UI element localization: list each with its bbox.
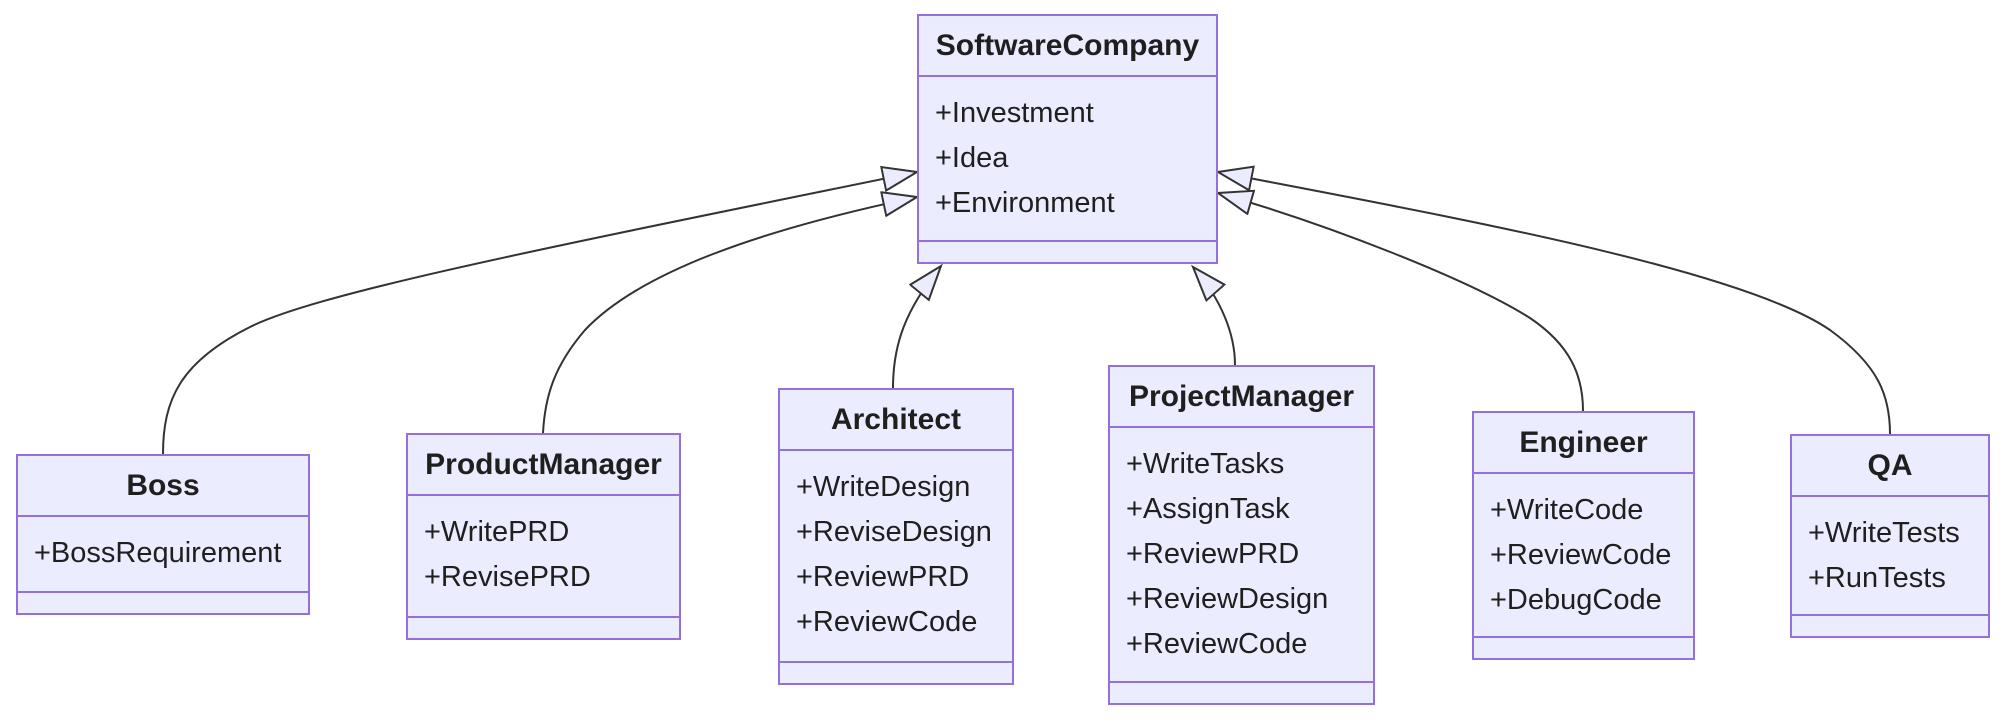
attribute: +ReviseDesign [796,516,992,548]
attribute: +WriteCode [1490,494,1644,526]
class-methods-empty [1792,614,1988,636]
edge-projectmanager-to-softwarecompany [1193,267,1236,366]
attribute: +ReviewPRD [796,561,970,593]
class-productmanager: ProductManager +WritePRD +RevisePRD [406,433,681,640]
attribute: +ReviewCode [796,606,978,638]
class-methods-empty [919,240,1216,262]
attribute: +Environment [935,187,1115,219]
class-boss: Boss +BossRequirement [16,454,310,615]
class-methods-empty [408,616,679,638]
attribute: +WriteDesign [796,471,971,503]
class-attributes: +WriteTasks +AssignTask +ReviewPRD +Revi… [1110,428,1373,681]
attribute: +RevisePRD [424,561,591,593]
edge-engineer-to-softwarecompany [1218,193,1584,412]
class-title: SoftwareCompany [919,16,1216,77]
class-methods-empty [18,591,308,613]
class-title: ProductManager [408,435,679,496]
attribute: +WriteTasks [1126,448,1285,480]
attribute: +ReviewCode [1126,628,1308,660]
class-title: Engineer [1474,413,1693,474]
class-methods-empty [780,661,1012,683]
class-attributes: +WriteDesign +ReviseDesign +ReviewPRD +R… [780,451,1012,661]
edge-productmanager-to-softwarecompany [542,197,917,434]
class-engineer: Engineer +WriteCode +ReviewCode +DebugCo… [1472,411,1695,660]
attribute: +ReviewCode [1490,539,1672,571]
attribute: +ReviewPRD [1126,538,1300,570]
attribute: +WriteTests [1808,517,1960,549]
class-attributes: +WriteCode +ReviewCode +DebugCode [1474,474,1693,636]
attribute: +BossRequirement [34,537,282,569]
class-attributes: +WriteTests +RunTests [1792,497,1988,614]
class-title: Boss [18,456,308,517]
class-softwarecompany: SoftwareCompany +Investment +Idea +Envir… [917,14,1218,264]
attribute: +RunTests [1808,562,1946,594]
attribute: +WritePRD [424,516,570,548]
edge-boss-to-softwarecompany [162,172,917,455]
class-projectmanager: ProjectManager +WriteTasks +AssignTask +… [1108,365,1375,705]
class-attributes: +WritePRD +RevisePRD [408,496,679,616]
class-title: Architect [780,390,1012,451]
attribute: +ReviewDesign [1126,583,1329,615]
attribute: +Idea [935,142,1009,174]
attribute: +AssignTask [1126,493,1290,525]
class-title: QA [1792,436,1988,497]
attribute: +DebugCode [1490,584,1662,616]
class-methods-empty [1110,681,1373,703]
class-architect: Architect +WriteDesign +ReviseDesign +Re… [778,388,1014,685]
class-attributes: +BossRequirement [18,517,308,591]
edge-qa-to-softwarecompany [1218,172,1891,435]
edge-architect-to-softwarecompany [892,266,941,389]
class-qa: QA +WriteTests +RunTests [1790,434,1990,638]
class-methods-empty [1474,636,1693,658]
attribute: +Investment [935,97,1094,129]
class-title: ProjectManager [1110,367,1373,428]
class-attributes: +Investment +Idea +Environment [919,77,1216,240]
